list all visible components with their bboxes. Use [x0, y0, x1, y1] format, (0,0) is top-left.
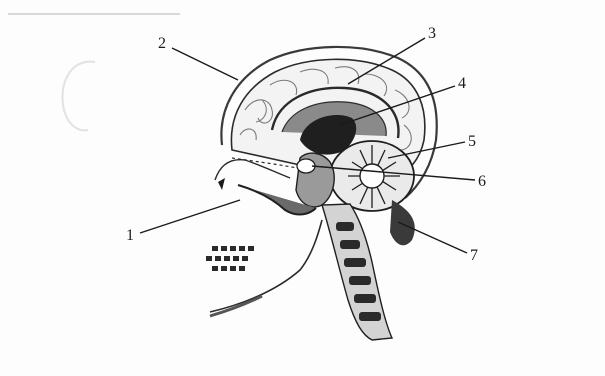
- jaw-shadow: [210, 296, 262, 316]
- neck-shadow: [390, 200, 415, 245]
- callout-2: 2: [158, 35, 166, 52]
- leader-line-1: [140, 200, 240, 233]
- cerebellum-core: [360, 164, 384, 188]
- nostril: [218, 178, 225, 190]
- faint-mark: [62, 62, 95, 131]
- callout-1: 1: [126, 227, 134, 244]
- callout-6: 6: [478, 173, 486, 190]
- nasal-bridge: [215, 160, 290, 180]
- callout-7: 7: [470, 247, 478, 264]
- leader-line-2: [172, 48, 238, 80]
- callout-4: 4: [458, 75, 466, 92]
- spinal-cord: [322, 204, 392, 340]
- callout-5: 5: [468, 133, 476, 150]
- teeth: [206, 246, 254, 271]
- callout-3: 3: [428, 25, 436, 42]
